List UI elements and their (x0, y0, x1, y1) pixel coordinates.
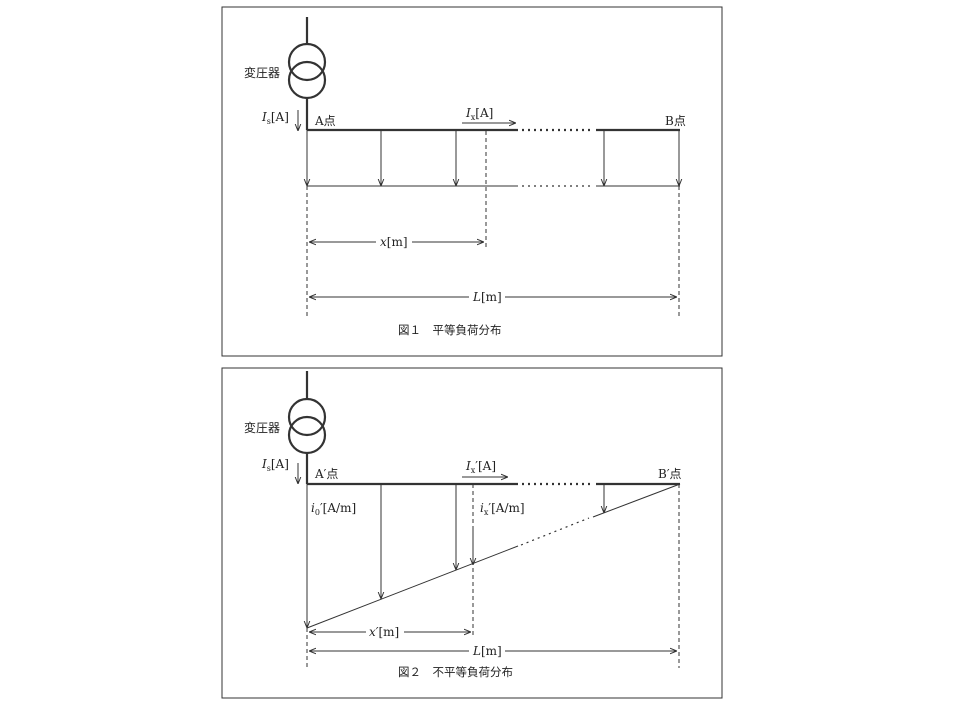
figure-2-caption: 図２ 不平等負荷分布 (398, 665, 513, 679)
figure-1-uniform-load: 変圧器 Is[A] A点 B点 Ix[A] (221, 6, 723, 357)
figure-1-caption: 図１ 平等負荷分布 (398, 323, 502, 337)
transformer-label: 変圧器 (244, 420, 280, 435)
density-0-label: i0′[A/m] (311, 501, 356, 517)
point-b-label: B点 (665, 114, 686, 128)
nonuniform-load-arrows (307, 484, 604, 628)
transformer-icon (287, 17, 327, 130)
load-envelope-line (306, 483, 681, 629)
source-current-label: Is[A] (261, 457, 289, 473)
dimension-l-label: L[m] (472, 644, 502, 658)
point-a-label: A点 (314, 114, 336, 128)
current-x-label: Ix[A] (465, 106, 493, 122)
figure-2-frame (221, 367, 723, 699)
figure-2-nonuniform-load: 変圧器 Is[A] A′点 B′点 Ix′[A] i0′ (221, 367, 723, 699)
dimension-x-label: x[m] (380, 235, 408, 249)
point-a-label: A′点 (314, 467, 338, 481)
dimension-l-label: L[m] (472, 290, 502, 304)
figure-1-frame (221, 6, 723, 357)
density-x-label: ix′[A/m] (480, 501, 525, 517)
transformer-label: 変圧器 (244, 65, 280, 80)
point-b-label: B′点 (658, 467, 682, 481)
reference-dashes (306, 131, 680, 318)
current-x-label: Ix′[A] (465, 459, 496, 475)
transformer-icon (287, 371, 327, 484)
uniform-load-arrows (307, 130, 679, 186)
source-current-label: Is[A] (261, 110, 289, 126)
dimension-x-label: x′[m] (369, 625, 399, 639)
